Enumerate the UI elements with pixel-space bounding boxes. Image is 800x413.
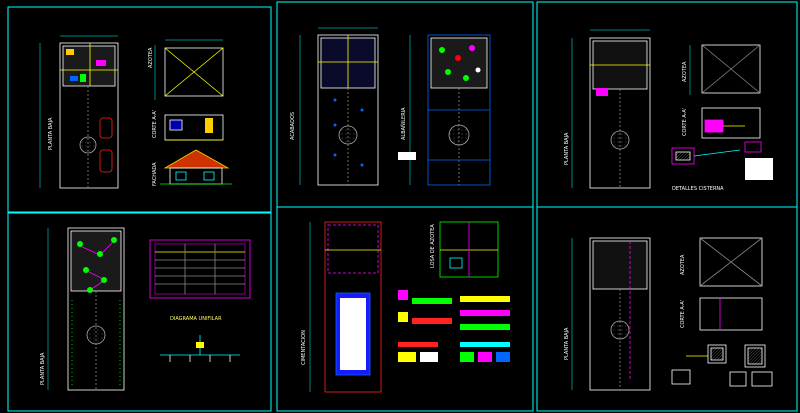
single-line-diagram <box>160 335 240 362</box>
planta-baja-label: PLANTA BAJA <box>564 327 570 360</box>
sheet-frame-5 <box>276 206 534 412</box>
foundation-plan <box>309 221 382 393</box>
load-table <box>149 239 251 299</box>
structural-details <box>398 290 510 362</box>
diagrama-unifilar-label: DIAGRAMA UNIFILAR <box>170 316 222 322</box>
sheet-2 <box>299 27 491 186</box>
azotea-label: AZOTEA <box>148 47 154 68</box>
sanitary-roof <box>699 237 763 287</box>
sanitary-plan <box>571 237 651 391</box>
facade-1 <box>160 149 232 185</box>
sheet-1 <box>39 35 232 189</box>
cortes-label: CORTE A-A' <box>682 108 688 136</box>
detalles-cisterna-label: DETALLES CISTERNA <box>672 186 724 192</box>
sheet-labels: PLANTA BAJA AZOTEA CORTE A-A' FACHADA AC… <box>40 47 724 385</box>
planta-baja-label: PLANTA BAJA <box>564 132 570 165</box>
azotea-label: AZOTEA <box>682 61 688 82</box>
sheet-frames <box>7 1 798 412</box>
losa-azotea-label: LOSA DE AZOTEA <box>430 224 436 268</box>
albanileria-label: ALBAÑILERIA <box>400 107 407 140</box>
electrical-plan <box>47 227 125 391</box>
roof-plan-1 <box>154 39 224 100</box>
sanitary-section <box>699 297 763 331</box>
fachada-label: FACHADA <box>152 162 158 186</box>
sheet-frame-6 <box>536 206 798 412</box>
hydraulic-plan <box>571 29 651 189</box>
sheet-frame-4 <box>7 212 272 412</box>
acabados-plan <box>299 27 379 186</box>
hydraulic-roof <box>689 44 761 95</box>
cimentacion-label: CIMENTACION <box>301 330 307 365</box>
floor-plan-1 <box>39 35 119 189</box>
roof-slab-plan <box>439 221 499 278</box>
sheet-5 <box>309 221 510 393</box>
cortes-label: CORTE A-A' <box>152 110 158 138</box>
hydraulic-section <box>701 107 761 139</box>
cortes-label: CORTE A-A' <box>680 300 686 328</box>
planta-baja-label: PLANTA BAJA <box>48 117 54 150</box>
acabados-label: ACABADOS <box>290 112 296 140</box>
section-1 <box>164 114 224 141</box>
cistern-details <box>671 141 773 180</box>
albanileria-plan <box>398 34 491 186</box>
sheet-4 <box>47 227 251 391</box>
sheet-frame-1 <box>7 6 272 213</box>
planta-baja-label: PLANTA BAJA <box>40 352 46 385</box>
sheet-frame-2 <box>276 1 534 208</box>
azotea-label: AZOTEA <box>680 254 686 275</box>
sheet-3 <box>571 29 773 189</box>
sheet-6 <box>571 237 773 391</box>
sanitary-details <box>671 344 773 387</box>
